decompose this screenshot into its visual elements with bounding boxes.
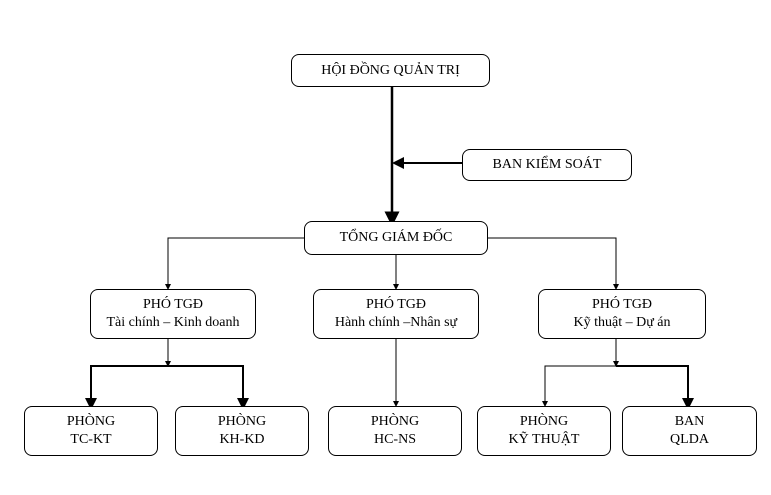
node-ceo: TỔNG GIÁM ĐỐC [304, 221, 488, 255]
node-vp-tech-area: Kỹ thuật – Dự án [573, 315, 671, 330]
node-dept-qlda-line1: BAN [674, 414, 705, 429]
node-vp-finance-area: Tài chính – Kinh doanh [106, 315, 240, 330]
node-vp-admin: PHÓ TGĐ Hành chính –Nhân sự [313, 289, 479, 339]
node-vp-tech-title: PHÓ TGĐ [591, 297, 653, 312]
node-dept-tckt-line2: TC-KT [70, 432, 112, 447]
node-vp-finance-title: PHÓ TGĐ [142, 297, 204, 312]
node-vp-admin-title: PHÓ TGĐ [365, 297, 427, 312]
node-vp-finance: PHÓ TGĐ Tài chính – Kinh doanh [90, 289, 256, 339]
node-board: HỘI ĐỒNG QUẢN TRỊ [291, 54, 490, 87]
edge-vp-finance-tckt [85, 365, 168, 410]
edge-vp-tech-kythuat [542, 365, 616, 407]
edge-ceo-vp-tech [487, 237, 619, 290]
node-dept-qlda: BAN QLDA [622, 406, 757, 456]
node-dept-khkd-line1: PHÒNG [217, 414, 267, 429]
node-dept-tckt-line1: PHÒNG [66, 414, 116, 429]
node-vp-tech: PHÓ TGĐ Kỹ thuật – Dự án [538, 289, 706, 339]
node-vp-admin-area: Hành chính –Nhân sự [334, 315, 458, 330]
node-dept-khkd-line2: KH-KD [219, 432, 265, 447]
node-supervisory-label: BAN KIỂM SOÁT [492, 157, 602, 172]
node-board-label: HỘI ĐỒNG QUẢN TRỊ [321, 62, 460, 78]
node-supervisory: BAN KIỂM SOÁT [462, 149, 632, 181]
node-dept-hcns: PHÒNG HC-NS [328, 406, 462, 456]
node-dept-tckt: PHÒNG TC-KT [24, 406, 158, 456]
edge-vp-finance-khkd [168, 365, 249, 410]
node-dept-qlda-line2: QLDA [670, 432, 709, 447]
edge-vp-tech-qlda [616, 365, 694, 410]
node-dept-hcns-line2: HC-NS [373, 432, 416, 447]
node-ceo-label: TỔNG GIÁM ĐỐC [339, 230, 453, 245]
node-dept-khkd: PHÒNG KH-KD [175, 406, 309, 456]
node-dept-kythuat-line1: PHÒNG [519, 414, 569, 429]
edge-ceo-vp-finance [165, 237, 304, 290]
node-dept-kythuat-line2: KỸ THUẬT [508, 432, 580, 447]
node-dept-hcns-line1: PHÒNG [370, 414, 420, 429]
node-dept-kythuat: PHÒNG KỸ THUẬT [477, 406, 611, 456]
